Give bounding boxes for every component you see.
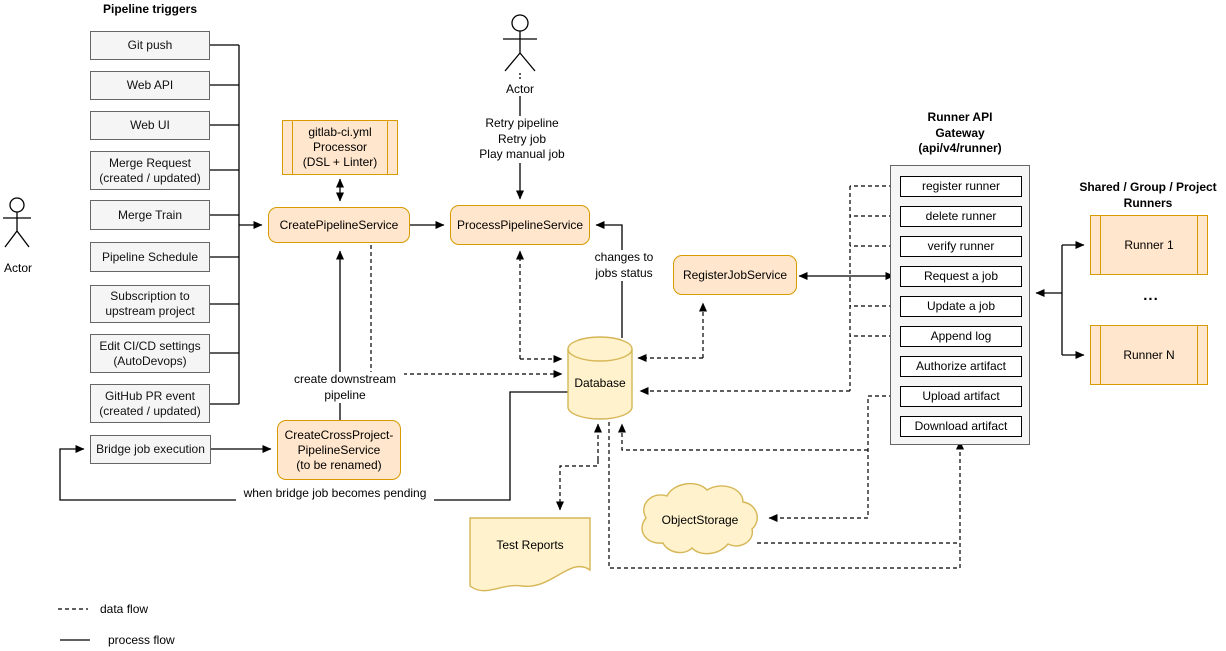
runners-title: Shared / Group / Project Runners (1079, 180, 1217, 210)
processor-line1: gitlab-ci.yml (308, 125, 372, 139)
processor-line2: Processor (312, 140, 368, 154)
actor-top-label: Actor (505, 82, 534, 96)
runners-ellipsis: ... (1143, 287, 1159, 304)
database-label: Database (574, 376, 626, 390)
trigger-web-api: Web API (90, 71, 210, 100)
endpoint-register-runner: register runner (900, 176, 1022, 197)
retry-line2: Retry job (497, 131, 547, 146)
actor-left-label: Actor (3, 261, 32, 275)
endpoint-append-log: Append log (900, 326, 1022, 347)
endpoint-upload-artifact: Upload artifact (900, 386, 1022, 407)
endpoint-update-job: Update a job (900, 296, 1022, 317)
actor-top-icon (503, 14, 537, 80)
legend-data-flow: data flow (100, 602, 149, 616)
trigger-github-pr: GitHub PR event (created / updated) (90, 384, 210, 423)
test-reports-document (469, 517, 591, 592)
endpoint-verify-runner: verify runner (900, 236, 1022, 257)
create-cross-project-pipeline-service: CreateCrossProject- PipelineService (to … (277, 420, 401, 480)
trigger-git-push: Git push (90, 31, 210, 60)
changes-line2: jobs status (595, 265, 653, 280)
process-pipeline-service: ProcessPipelineService (450, 205, 590, 245)
gateway-title-line2: Gateway (935, 125, 985, 140)
trigger-merge-request: Merge Request (created / updated) (90, 151, 210, 190)
trigger-subscription: Subscription to upstream project (90, 285, 210, 323)
processor-line3: (DSL + Linter) (302, 155, 378, 169)
endpoint-download-artifact: Download artifact (900, 416, 1022, 437)
gateway-title-line1: Runner API (927, 110, 993, 124)
gitlab-ci-processor: gitlab-ci.yml Processor (DSL + Linter) (282, 120, 398, 175)
trigger-web-ui: Web UI (90, 111, 210, 140)
runner-1: Runner 1 (1090, 215, 1208, 275)
retry-line1: Retry pipeline (485, 116, 559, 130)
actor-left-icon (3, 197, 31, 248)
gateway-title-line3: (api/v4/runner) (918, 141, 1002, 156)
downstream-edge-label: create downstream pipeline (286, 372, 404, 404)
runner-n: Runner N (1090, 325, 1208, 385)
changes-edge-label: changes to jobs status (588, 250, 660, 282)
trigger-merge-train: Merge Train (90, 200, 210, 230)
create-pipeline-service: CreatePipelineService (268, 207, 410, 243)
cross-project-line3: (to be renamed) (296, 457, 382, 472)
cross-project-line1: CreateCrossProject- (284, 427, 394, 442)
test-reports-label: Test Reports (496, 538, 564, 552)
object-storage-label: ObjectStorage (661, 513, 739, 527)
retry-line3: Play manual job (479, 147, 565, 162)
downstream-line1: create downstream (293, 372, 397, 386)
trigger-bridge-job: Bridge job execution (90, 435, 211, 464)
downstream-line2: pipeline (324, 387, 366, 402)
gateway-title: Runner API Gateway (api/v4/runner) (880, 110, 1040, 157)
trigger-edit-cicd: Edit CI/CD settings (AutoDevops) (90, 334, 210, 373)
database-cylinder (567, 336, 633, 420)
data-flow-edges (58, 185, 964, 610)
endpoint-authorize-artifact: Authorize artifact (900, 356, 1022, 377)
object-storage-cloud (641, 482, 758, 555)
cross-project-line2: PipelineService (297, 442, 381, 457)
pending-edge-label: when bridge job becomes pending (236, 486, 434, 502)
triggers-title: Pipeline triggers (102, 2, 198, 16)
endpoint-request-job: Request a job (900, 266, 1022, 287)
trigger-pipeline-schedule: Pipeline Schedule (90, 242, 210, 272)
retry-edge-label: Retry pipeline Retry job Play manual job (470, 116, 574, 163)
endpoint-delete-runner: delete runner (900, 206, 1022, 227)
register-job-service: RegisterJobService (673, 255, 797, 295)
legend-process-flow: process flow (108, 633, 175, 647)
changes-line1: changes to (594, 250, 654, 264)
